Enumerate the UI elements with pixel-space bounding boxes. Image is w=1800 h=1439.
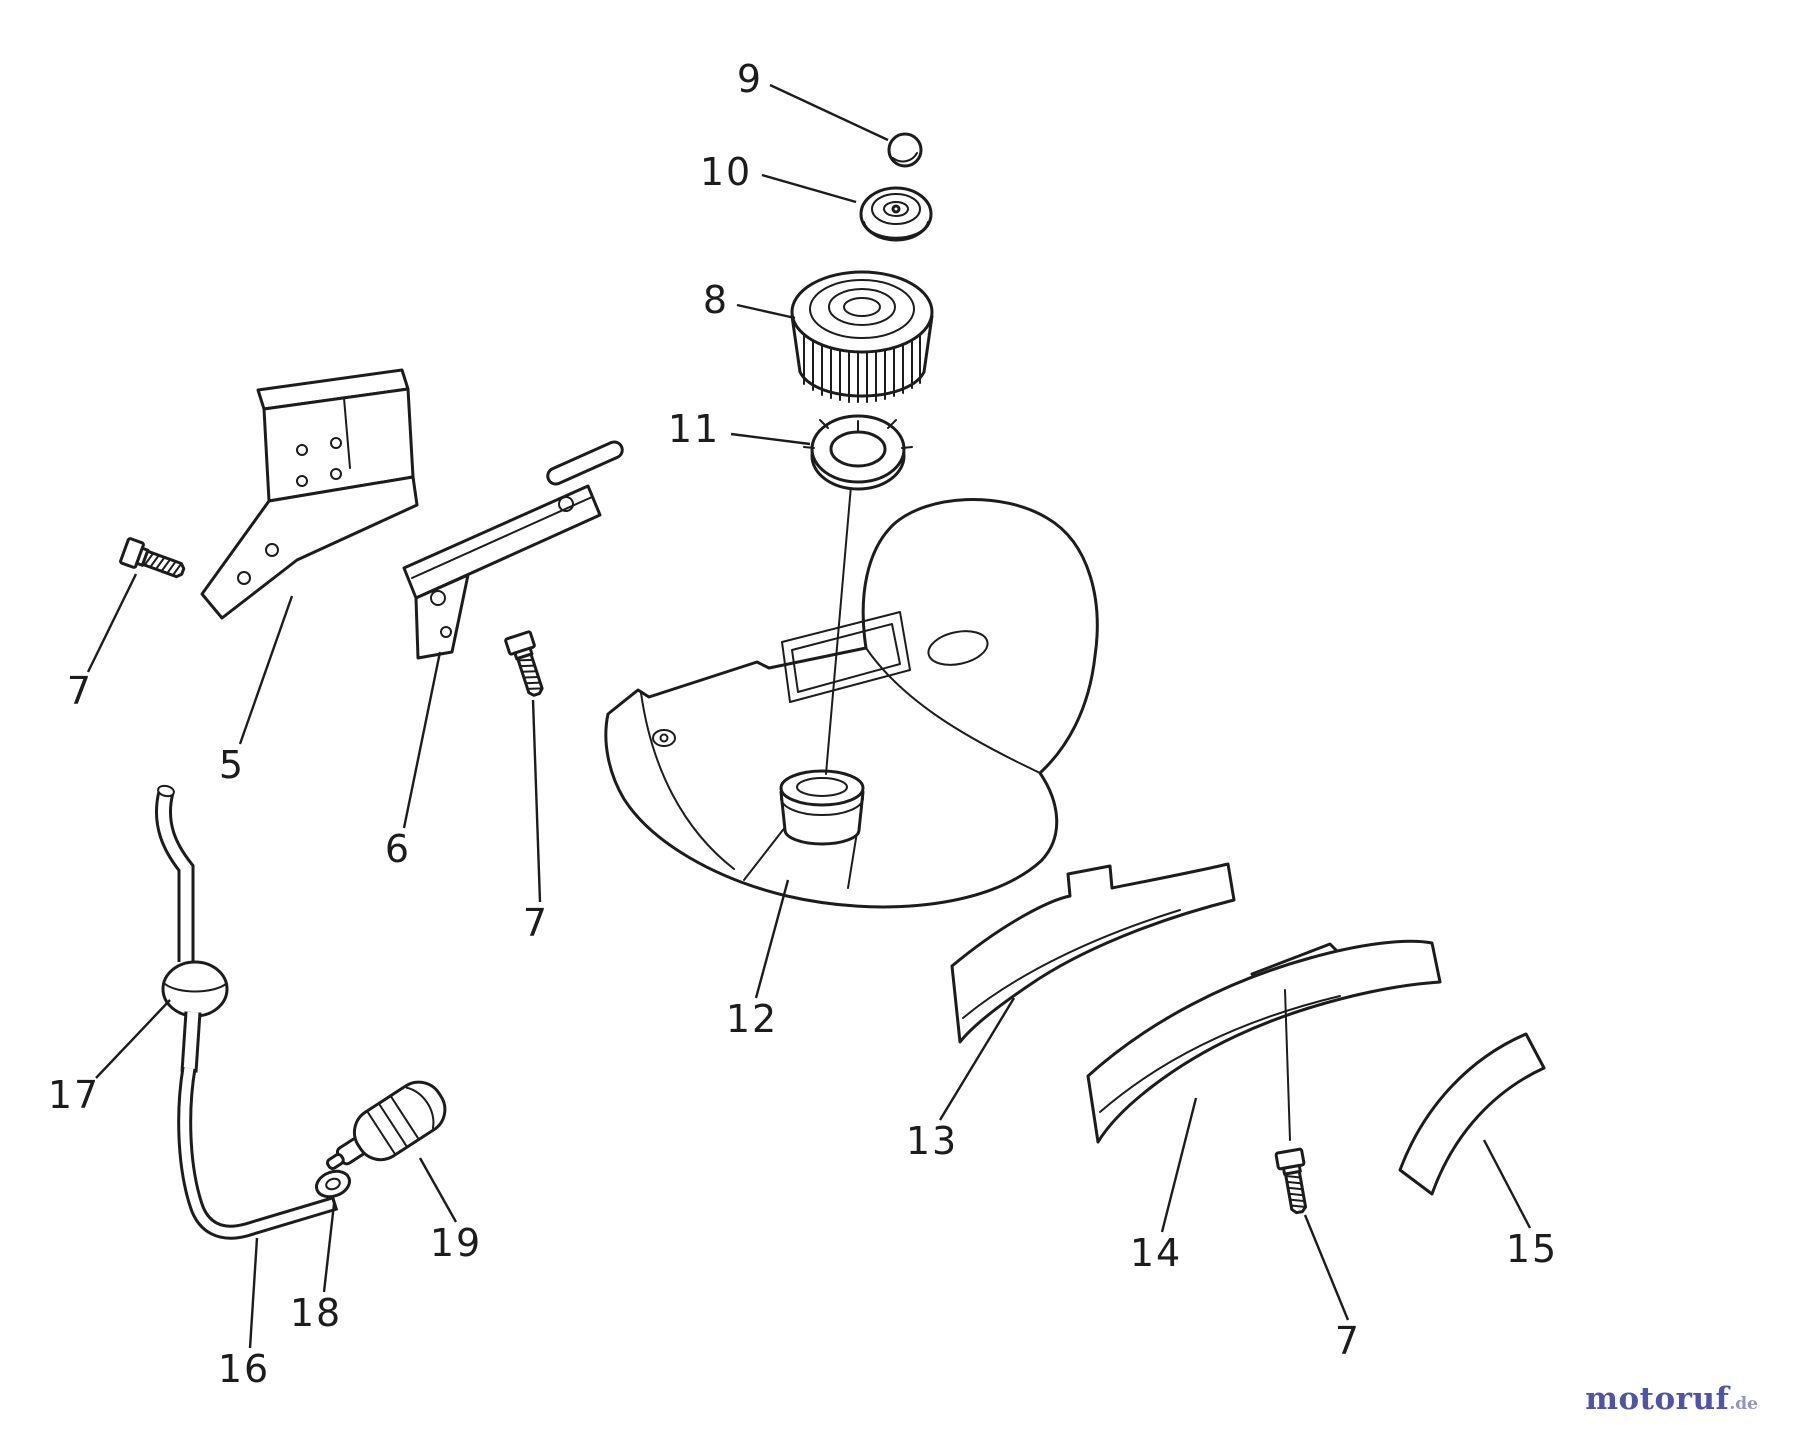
- part-14-shield: [1086, 939, 1442, 1144]
- callout-line-9-0: [769, 83, 889, 142]
- callout-line-7-6: [86, 573, 138, 673]
- bracket5-flange-hole: [237, 571, 251, 585]
- screw-to-bracket-line: [1284, 989, 1291, 1141]
- part-label-17-14: 17: [48, 1073, 100, 1117]
- cap-knurling: [803, 327, 921, 403]
- shield14-body: [1086, 939, 1442, 1144]
- part-9-ball: [887, 132, 923, 168]
- tank-side-oval: [927, 630, 989, 666]
- part-label-12-8: 12: [726, 997, 778, 1041]
- callout-line-8-2: [736, 303, 796, 320]
- part-label-11-3: 11: [668, 407, 720, 451]
- bracket6-hole: [440, 626, 452, 638]
- callout-line-17-14: [95, 999, 171, 1079]
- callout-line-18-15: [322, 1203, 336, 1293]
- part-label-6-5: 6: [385, 827, 411, 871]
- watermark: motoruf.de: [1585, 1381, 1758, 1417]
- bracket5-flange: [200, 475, 419, 620]
- part-7-screw-left: [118, 536, 189, 586]
- callout-line-11-3: [730, 432, 811, 446]
- bracket6-pin: [546, 440, 624, 486]
- part-5-mount-bracket: [200, 368, 419, 620]
- callout-line-14-10: [1160, 1097, 1198, 1233]
- callout-line-7-11: [1303, 1214, 1350, 1321]
- bracket5-flange-hole: [265, 543, 279, 557]
- bracket5-hole: [330, 437, 342, 449]
- bracket5-hole: [296, 444, 308, 456]
- callout-line-12-8: [754, 879, 790, 999]
- part-label-19-16: 19: [430, 1221, 482, 1265]
- callout-line-5-4: [238, 595, 294, 745]
- tank-vent-hole: [652, 729, 676, 747]
- part-label-7-11: 7: [1335, 1319, 1361, 1363]
- bracket6-hole: [430, 590, 446, 606]
- watermark-tld: .de: [1729, 1394, 1758, 1414]
- part-label-10-1: 10: [700, 150, 752, 194]
- assembly-axis-line: [825, 485, 852, 775]
- part-label-7-7: 7: [523, 901, 549, 945]
- part-18-washer: [315, 1169, 351, 1199]
- part-13-shield: [950, 862, 1236, 1044]
- callout-line-10-1: [761, 173, 857, 204]
- part-11-gasket: [803, 414, 913, 491]
- callout-line-6-5: [402, 651, 442, 829]
- part-label-8-2: 8: [703, 278, 729, 322]
- part-10-cap-retainer: [859, 186, 933, 242]
- tank-outline: [604, 498, 1099, 909]
- tank-recess: [781, 611, 911, 703]
- part-17-grommet-pipe: [154, 784, 229, 1073]
- cap-top: [790, 270, 934, 354]
- bracket5-hole: [296, 475, 308, 487]
- part-16-fuel-line: [177, 1066, 339, 1240]
- shield13-body: [950, 862, 1236, 1044]
- part-label-16-13: 16: [218, 1347, 270, 1391]
- part-label-7-6: 7: [67, 669, 93, 713]
- part-label-9-0: 9: [737, 57, 763, 101]
- part-6-mount-bracket: [402, 440, 624, 660]
- callout-line-15-12: [1482, 1139, 1532, 1229]
- callout-line-7-7: [531, 699, 542, 903]
- part-label-5-4: 5: [219, 743, 245, 787]
- callout-layer: 9 10 8 11 5 6 7 7 12 13 14 7 15 16 17 18 19: [48, 57, 1558, 1391]
- callout-line-16-13: [248, 1237, 259, 1349]
- part-7-screw-right: [1274, 1147, 1314, 1216]
- part-label-14-10: 14: [1130, 1231, 1182, 1275]
- tank-filler-neck: [743, 769, 865, 889]
- part-label-18-15: 18: [290, 1291, 342, 1335]
- bracket6-hole: [558, 496, 574, 512]
- filter-body: [352, 1080, 447, 1162]
- part-label-15-12: 15: [1506, 1227, 1558, 1271]
- part-label-13-9: 13: [906, 1119, 958, 1163]
- callout-line-19-16: [418, 1157, 458, 1223]
- part-19-fuel-filter: [325, 1080, 447, 1170]
- bracket6-plate: [402, 484, 602, 600]
- part-12-fuel-tank: [604, 498, 1099, 909]
- watermark-brand: motoruf: [1585, 1381, 1730, 1417]
- part-7-screw-center: [503, 629, 551, 700]
- bracket6-tab: [414, 573, 470, 660]
- bracket5-hole: [330, 468, 342, 480]
- part-15-pad: [1398, 1032, 1546, 1196]
- callout-line-13-9: [938, 997, 1016, 1121]
- part-8-fuel-cap: [790, 270, 934, 403]
